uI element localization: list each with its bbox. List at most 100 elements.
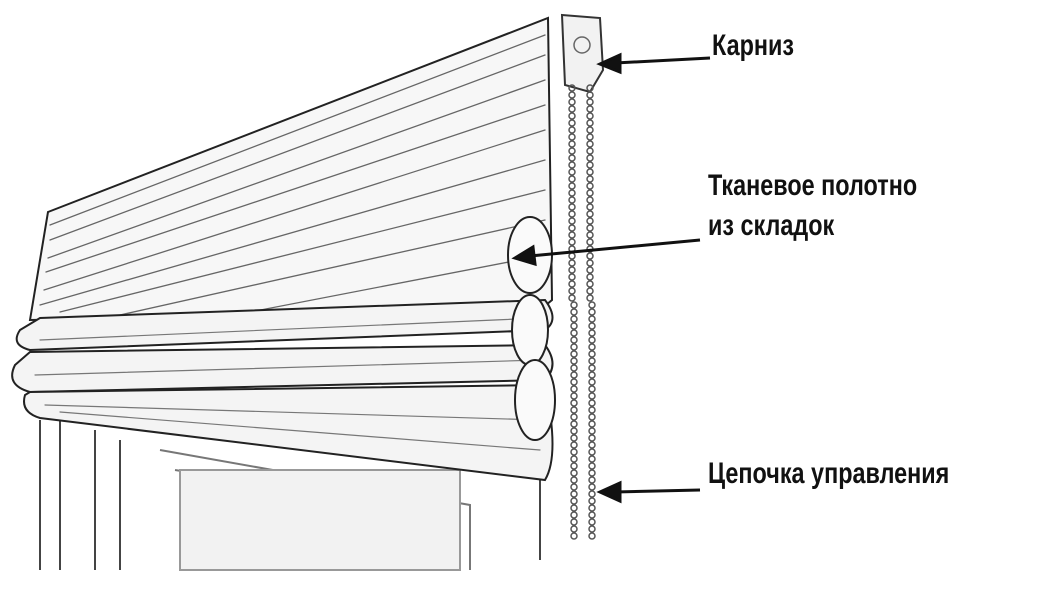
- chain-bead: [586, 140, 594, 148]
- label-fabric-line1: Тканевое полотно: [708, 169, 918, 202]
- chain-bead: [570, 462, 578, 470]
- chain-bead: [588, 315, 596, 323]
- chain-bead: [586, 238, 594, 246]
- chain-bead: [586, 126, 594, 134]
- chain-bead: [568, 84, 576, 92]
- chain-bead: [588, 371, 596, 379]
- chain-bead: [568, 224, 576, 232]
- chain-bead: [588, 357, 596, 365]
- chain-bead: [570, 336, 578, 344]
- chain-bead: [568, 105, 576, 113]
- chain-bead: [586, 266, 594, 274]
- chain-bead: [570, 371, 578, 379]
- chain-bead: [586, 91, 594, 99]
- chain-bead: [586, 175, 594, 183]
- chain-bead: [570, 378, 578, 386]
- chain-bead: [568, 126, 576, 134]
- chain-bead: [588, 483, 596, 491]
- chain-bead: [568, 91, 576, 99]
- chain-bead: [570, 399, 578, 407]
- chain-bead: [570, 413, 578, 421]
- chain-bead: [568, 147, 576, 155]
- chain-bead: [588, 385, 596, 393]
- chain-bead: [588, 448, 596, 456]
- chain-bead: [568, 259, 576, 267]
- chain-bead: [570, 322, 578, 330]
- chain-bead: [570, 385, 578, 393]
- chain-bead: [588, 378, 596, 386]
- chain-bead: [570, 329, 578, 337]
- chain-bead: [570, 469, 578, 477]
- chain-bead: [588, 406, 596, 414]
- chain-bead: [588, 518, 596, 526]
- chain-bead: [570, 392, 578, 400]
- chain-bead: [588, 497, 596, 505]
- chain-bead: [588, 413, 596, 421]
- arrows: [511, 52, 711, 504]
- chain-bead: [570, 406, 578, 414]
- chain-bead: [568, 98, 576, 106]
- chain-bead: [568, 161, 576, 169]
- chain-bead: [586, 133, 594, 141]
- chain-bead: [588, 490, 596, 498]
- chain-bead: [588, 469, 596, 477]
- chain-bead: [586, 217, 594, 225]
- chain-bead: [586, 287, 594, 295]
- chain-bead: [570, 476, 578, 484]
- chain-bead: [570, 525, 578, 533]
- chain-bead: [586, 196, 594, 204]
- chain-bead: [570, 343, 578, 351]
- chain-bead: [588, 301, 596, 309]
- chain-bead: [588, 434, 596, 442]
- chain-bead: [570, 490, 578, 498]
- chain-bead: [568, 294, 576, 302]
- chain-bead: [586, 98, 594, 106]
- chain-bead: [568, 273, 576, 281]
- chain-bead: [586, 112, 594, 120]
- chain-bead: [586, 105, 594, 113]
- chain-bead: [570, 441, 578, 449]
- chain-bead: [586, 231, 594, 239]
- chain-bead: [588, 329, 596, 337]
- chain-bead: [570, 511, 578, 519]
- chain-bead: [568, 119, 576, 127]
- chain-bead: [570, 448, 578, 456]
- chain-bead: [568, 210, 576, 218]
- label-cornice: Карниз: [712, 29, 795, 62]
- chain-bead: [586, 168, 594, 176]
- chain-bead: [586, 189, 594, 197]
- label-fabric-line2: из складок: [708, 209, 835, 242]
- chain-bead: [570, 357, 578, 365]
- chain-bead: [586, 84, 594, 92]
- chain-bead: [570, 483, 578, 491]
- cornice-bracket: [560, 13, 605, 94]
- chain-bead: [570, 427, 578, 435]
- chain-bead: [568, 133, 576, 141]
- control-chain: [568, 84, 596, 540]
- chain-bead: [568, 266, 576, 274]
- chain-bead: [586, 161, 594, 169]
- chain-bead: [570, 308, 578, 316]
- chain-bead: [588, 504, 596, 512]
- chain-bead: [588, 399, 596, 407]
- chain-bead: [588, 343, 596, 351]
- chain-bead: [588, 364, 596, 372]
- chain-bead: [570, 497, 578, 505]
- chain-arrow: [614, 488, 701, 494]
- chain-bead: [568, 287, 576, 295]
- chain-bead: [570, 434, 578, 442]
- chain-bead: [588, 336, 596, 344]
- chain-bead: [588, 392, 596, 400]
- chain-bead: [586, 203, 594, 211]
- chain-bead: [570, 420, 578, 428]
- chain-bead: [588, 476, 596, 484]
- chain-bead: [588, 532, 596, 540]
- chain-bead: [570, 315, 578, 323]
- chain-bead: [570, 532, 578, 540]
- chain-bead: [570, 350, 578, 358]
- chain-bead: [570, 301, 578, 309]
- chain-bead: [586, 280, 594, 288]
- chain-bead: [588, 350, 596, 358]
